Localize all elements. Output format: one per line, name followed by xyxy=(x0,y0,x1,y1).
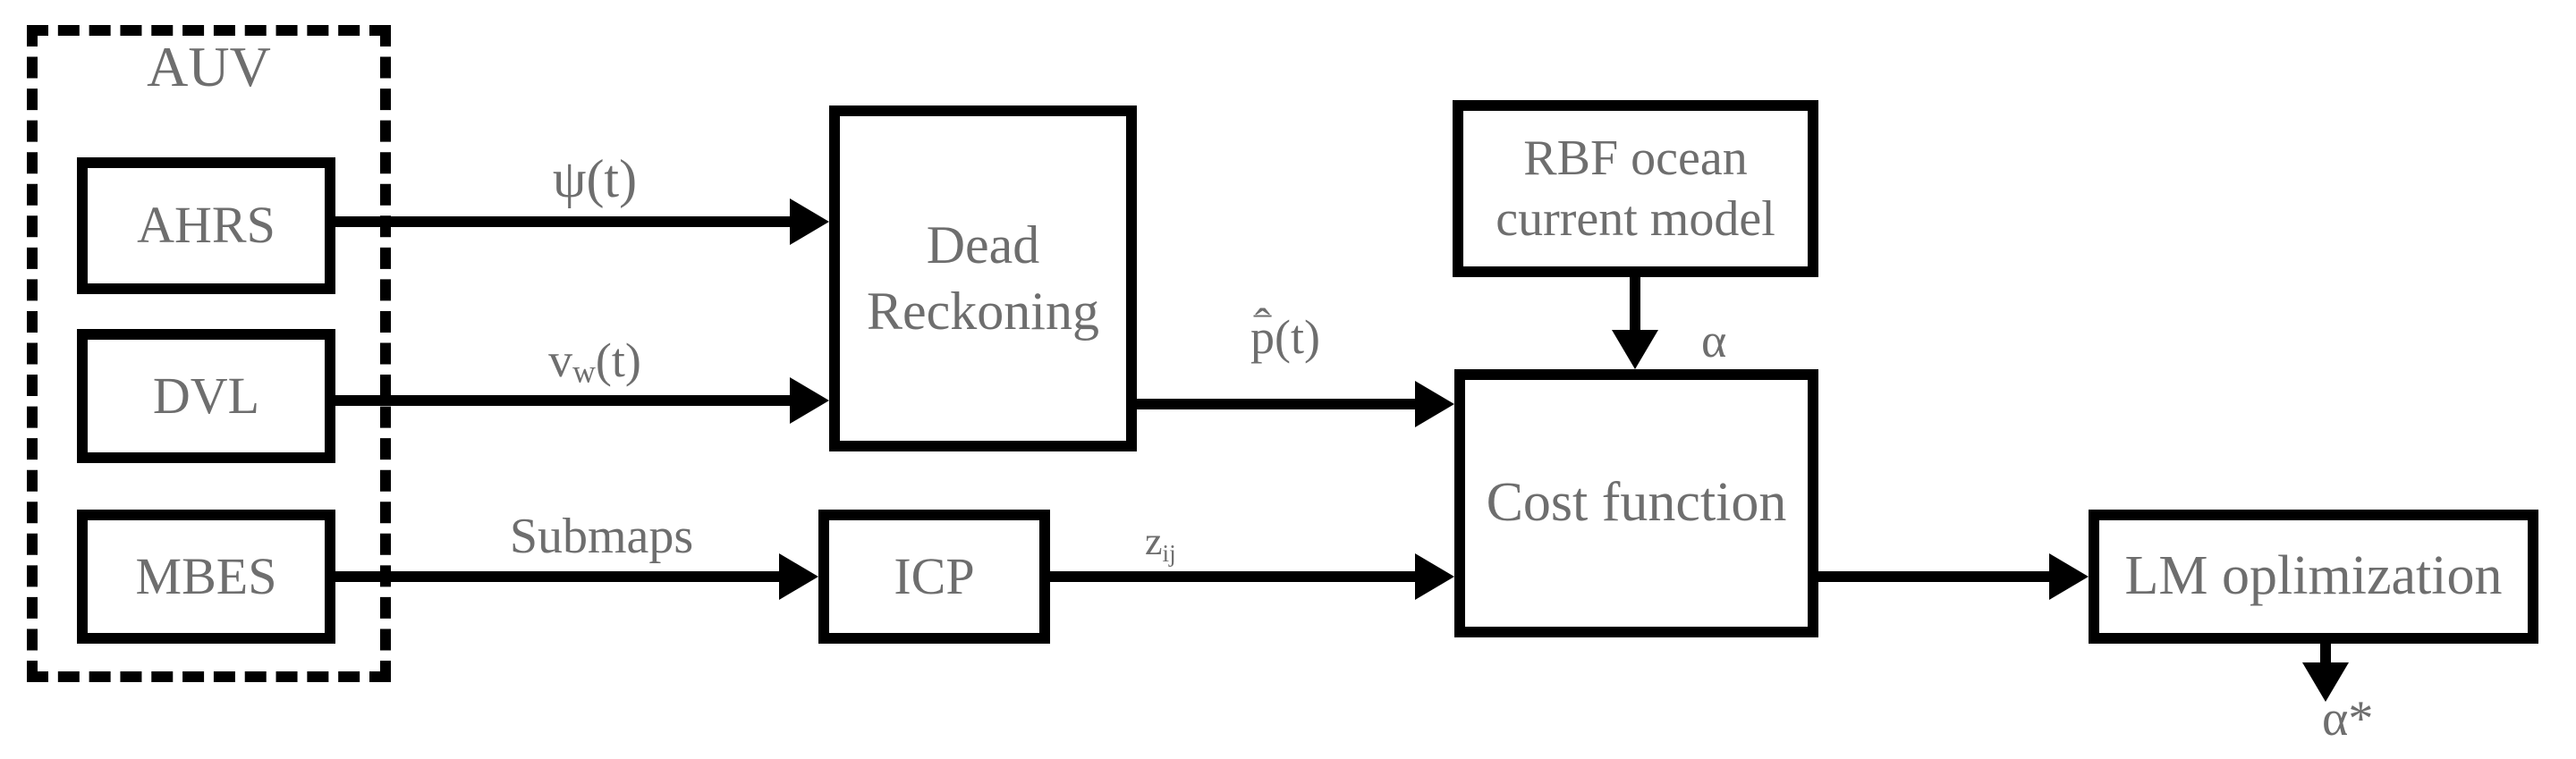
p-hat-rest: (t) xyxy=(1275,310,1320,364)
block-mbes: MBES xyxy=(77,510,335,644)
zij-base: z xyxy=(1145,519,1163,563)
arrow-mbes-to-icp xyxy=(335,571,779,582)
signal-vw: vw(t) xyxy=(487,333,702,390)
auv-group-box xyxy=(27,25,391,682)
arrow-dead-reckoning-to-cost-function xyxy=(1137,399,1415,409)
signal-alpha-star: α* xyxy=(2322,691,2374,746)
arrow-ahrs-to-dead-reckoning xyxy=(335,216,790,227)
p-hat-symbol: ˆ ‾ p xyxy=(1250,301,1275,365)
block-lm-optimization: LM oplimization xyxy=(2089,510,2538,644)
block-rbf-ocean-current-model: RBF ocean current model xyxy=(1453,100,1818,277)
block-ahrs: AHRS xyxy=(77,157,335,294)
signal-psi: ψ(t) xyxy=(552,149,638,208)
signal-p-hat: ˆ ‾ p (t) xyxy=(1250,301,1320,365)
signal-submaps: Submaps xyxy=(509,509,694,564)
arrow-rbf-to-cost-function xyxy=(1630,277,1640,330)
arrow-dvl-to-dead-reckoning xyxy=(335,395,790,406)
block-dvl: DVL xyxy=(77,329,335,463)
block-dead-reckoning: Dead Reckoning xyxy=(829,105,1137,451)
arrow-lm-output xyxy=(2320,644,2331,662)
vw-subscript: w xyxy=(572,353,596,390)
p-hat-letter: p xyxy=(1250,310,1275,364)
auv-group-label: AUV xyxy=(147,35,271,98)
arrow-icp-to-cost-function xyxy=(1050,571,1415,582)
bar-accent: ‾ xyxy=(1254,311,1271,363)
vw-rest: (t) xyxy=(595,333,641,387)
arrow-cost-function-to-lm xyxy=(1818,571,2049,582)
hat-accent: ˆ xyxy=(1254,299,1271,350)
block-icp: ICP xyxy=(818,510,1050,644)
zij-subscript: ij xyxy=(1162,540,1176,568)
block-cost-function: Cost function xyxy=(1454,369,1818,637)
signal-alpha: α xyxy=(1701,314,1727,367)
vw-base: v xyxy=(548,333,573,387)
signal-zij: zij xyxy=(1145,519,1176,568)
